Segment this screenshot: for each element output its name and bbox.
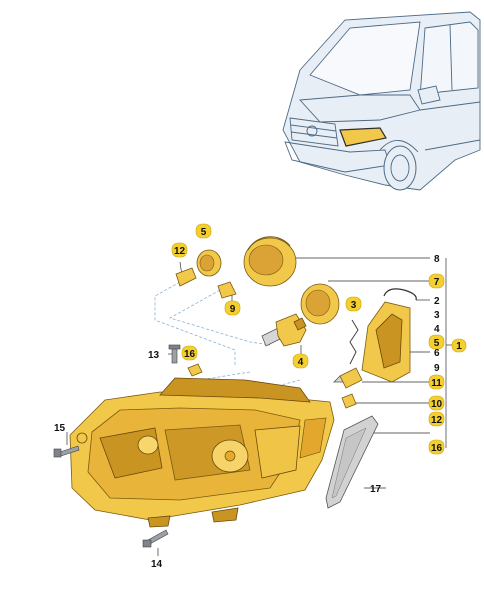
callout-3-right: 3 — [434, 310, 440, 321]
callout-badge — [345, 296, 362, 312]
headlight-cap-large — [243, 236, 297, 287]
retaining-clip — [383, 288, 417, 301]
callout-6: 6 — [434, 348, 440, 359]
vehicle-overview-illustration — [282, 11, 481, 191]
wire-spring — [349, 319, 359, 365]
callout-7: 7 — [434, 277, 440, 288]
callout-16-right: 16 — [431, 443, 443, 454]
callout-badge — [428, 439, 445, 455]
callout-9-left: 9 — [230, 304, 236, 315]
screw-14 — [142, 529, 169, 548]
callout-12-left: 12 — [174, 246, 186, 257]
callout-4-left: 4 — [298, 357, 304, 368]
bulb-socket-cap — [196, 249, 222, 277]
bulb-h7 — [333, 367, 363, 389]
screw-15 — [53, 445, 80, 458]
callout-5-top: 5 — [201, 227, 207, 238]
trim-strip — [325, 415, 379, 509]
callout-3-left: 3 — [351, 300, 357, 311]
clip-16 — [187, 363, 203, 377]
callout-badge — [428, 334, 445, 350]
callout-badge — [195, 223, 212, 239]
callout-badge — [428, 374, 445, 390]
callout-badge — [181, 345, 198, 361]
callout-10-right: 10 — [431, 399, 443, 410]
screw-13 — [168, 344, 181, 364]
callout-15: 15 — [54, 423, 66, 434]
callout-14: 14 — [151, 559, 163, 570]
callout-11: 11 — [431, 378, 442, 389]
callout-1: 1 — [456, 341, 462, 352]
callout-badge — [428, 411, 445, 427]
bulb-w5w-left — [175, 267, 197, 287]
headlight-cap-small — [300, 283, 340, 325]
callout-5-right: 5 — [434, 338, 440, 349]
callout-13: 13 — [148, 350, 160, 361]
callout-badge — [171, 242, 188, 258]
bulb-holder-housing — [361, 301, 411, 383]
callout-9-right: 9 — [434, 363, 440, 374]
callout-8: 8 — [434, 254, 440, 265]
callout-badge — [428, 273, 445, 289]
callout-badge — [428, 395, 445, 411]
callout-2: 2 — [434, 296, 440, 307]
bulb-p21w — [217, 281, 237, 299]
callout-17: 17 — [370, 484, 382, 495]
callout-16-left: 16 — [184, 349, 196, 360]
callout-badge — [292, 353, 309, 369]
callouts: 5 12 9 4 3 16 13 15 14 17 8 7 2 3 4 5 6 … — [54, 223, 467, 570]
bulb-holder-connector — [261, 313, 307, 347]
callout-badge — [224, 300, 241, 316]
bulb-small-10 — [341, 393, 357, 409]
headlight-housing — [69, 377, 335, 528]
callout-4-right: 4 — [434, 324, 440, 335]
callout-badge — [451, 338, 467, 353]
callout-12-right: 12 — [431, 415, 443, 426]
